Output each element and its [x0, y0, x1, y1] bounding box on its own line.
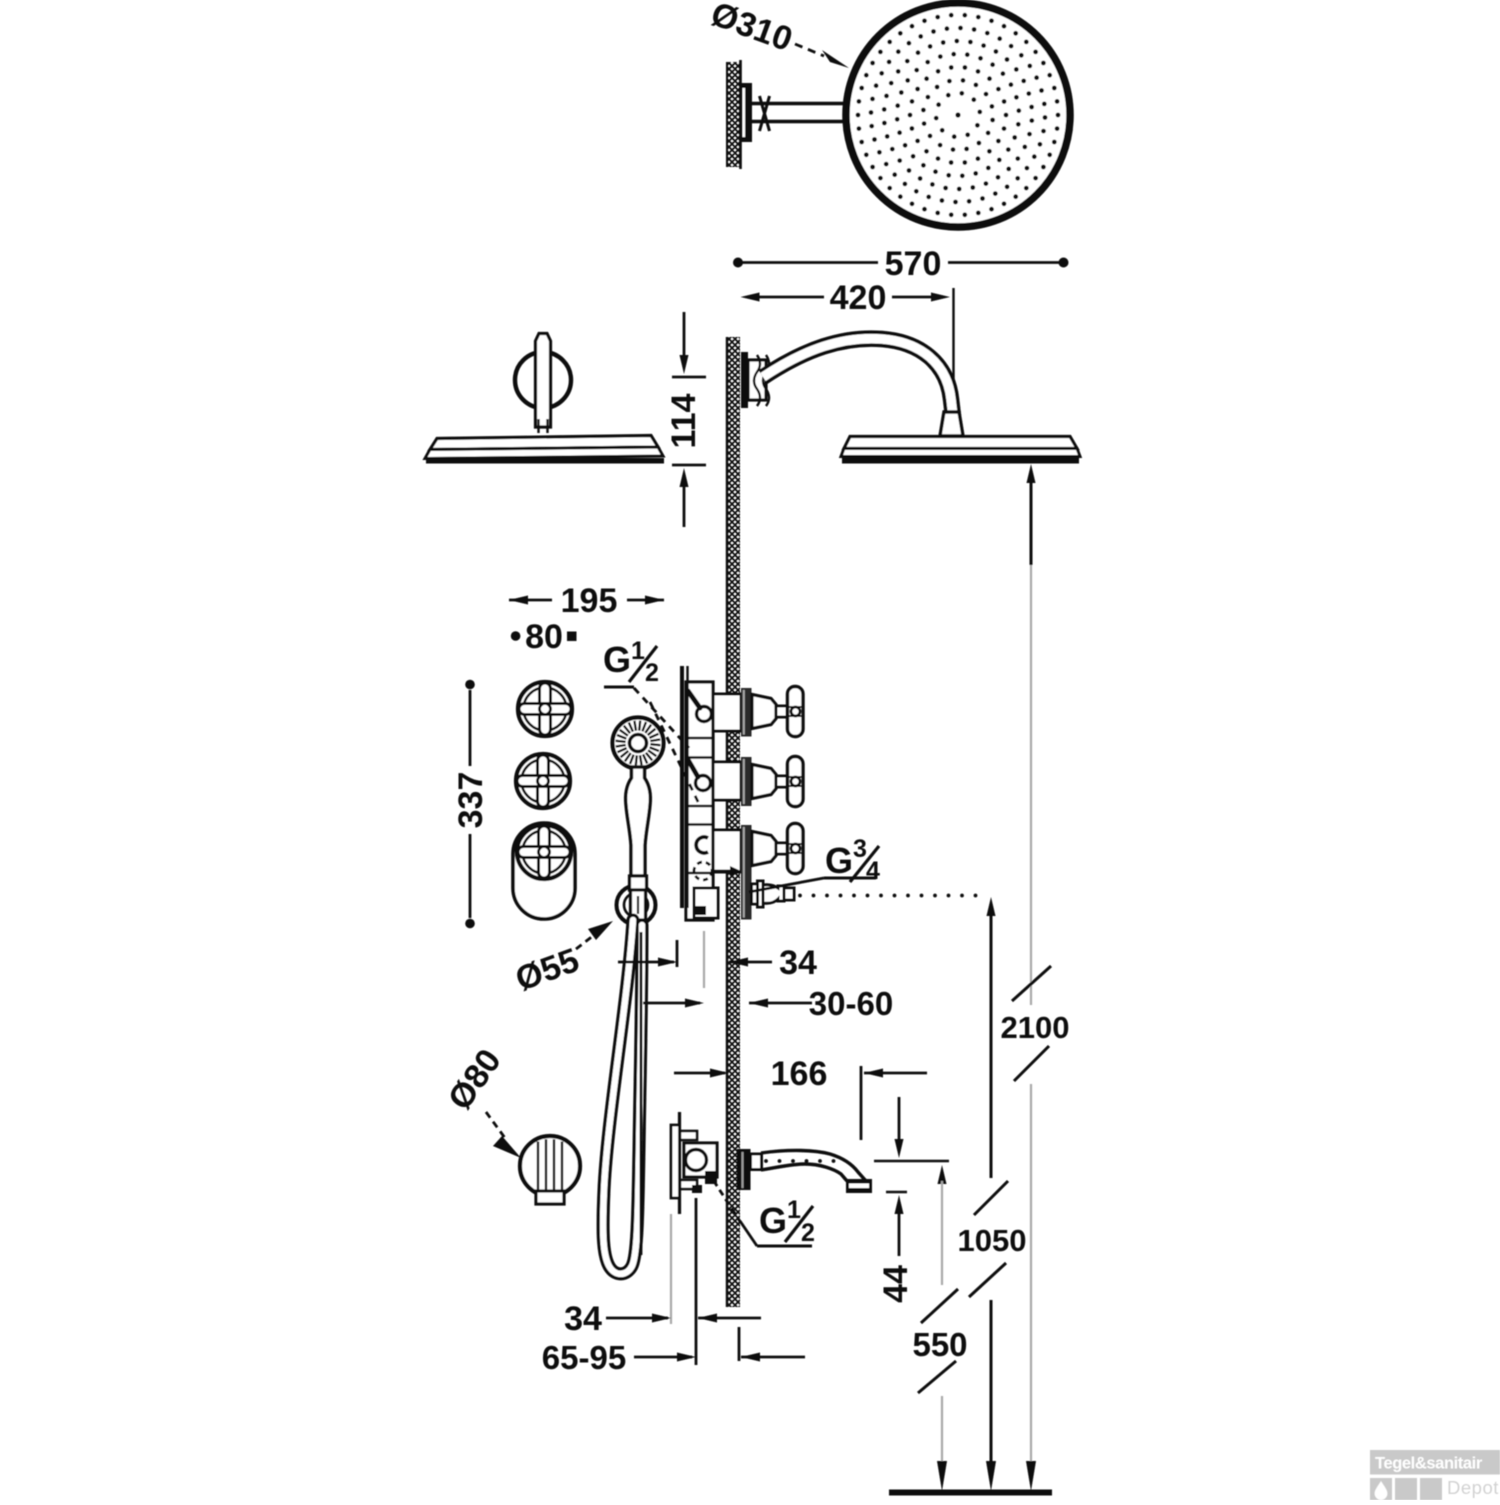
svg-text:2: 2: [801, 1219, 815, 1247]
svg-text:2: 2: [645, 659, 659, 687]
svg-text:2100: 2100: [1001, 1010, 1070, 1045]
svg-text:34: 34: [564, 1300, 602, 1338]
svg-text:44: 44: [877, 1265, 915, 1303]
svg-text:G: G: [759, 1200, 787, 1241]
svg-text:65-95: 65-95: [542, 1339, 626, 1376]
svg-text:114: 114: [665, 393, 703, 448]
svg-text:80: 80: [525, 618, 563, 656]
svg-text:4: 4: [866, 857, 880, 885]
svg-text:337: 337: [452, 772, 490, 829]
svg-text:420: 420: [830, 279, 887, 317]
svg-text:550: 550: [912, 1326, 967, 1363]
svg-text:Depot: Depot: [1447, 1477, 1499, 1498]
svg-text:570: 570: [885, 245, 942, 283]
svg-text:1050: 1050: [958, 1223, 1027, 1258]
svg-text:34: 34: [779, 944, 817, 982]
svg-text:G: G: [825, 840, 853, 881]
svg-text:1: 1: [631, 637, 645, 665]
svg-text:3: 3: [853, 835, 867, 863]
svg-text:Tegel&sanitair: Tegel&sanitair: [1375, 1455, 1483, 1473]
svg-text:G: G: [603, 639, 631, 680]
svg-text:30-60: 30-60: [809, 985, 893, 1022]
svg-text:1: 1: [787, 1196, 801, 1224]
svg-text:195: 195: [561, 582, 618, 620]
svg-text:166: 166: [771, 1055, 828, 1093]
